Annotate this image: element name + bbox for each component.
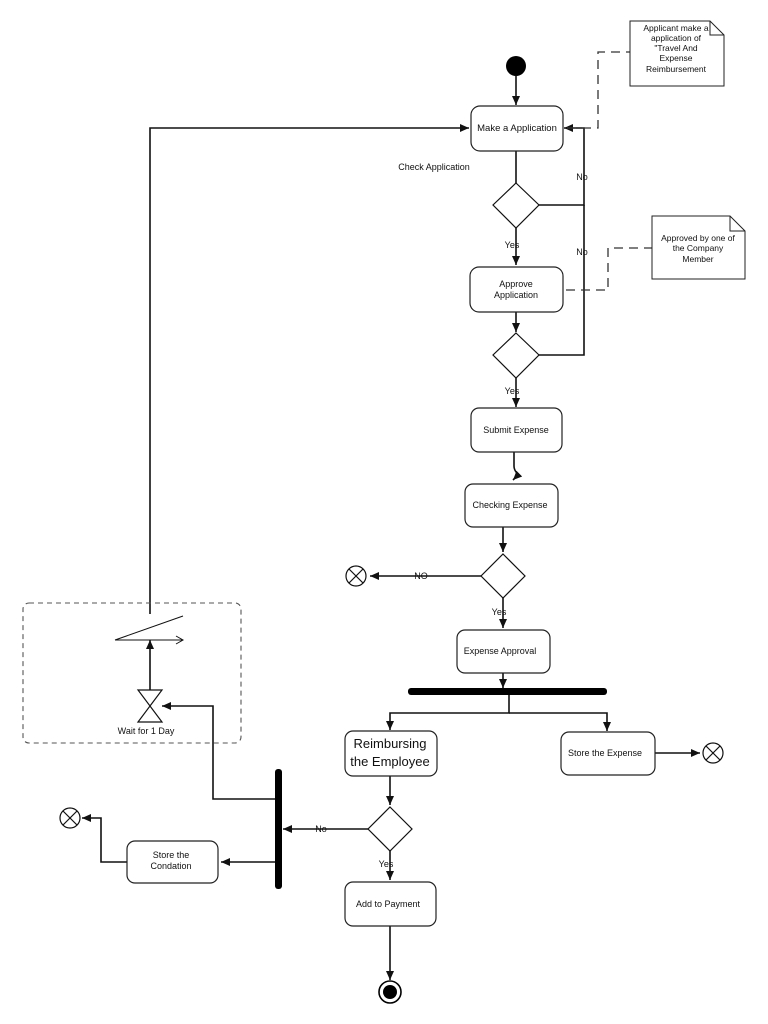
action-expense-approval [456, 629, 551, 674]
signal-icon [114, 615, 185, 645]
note-approved-line-3: Member [682, 254, 713, 264]
wait-label: Wait for 1 Day [118, 726, 175, 736]
action-add-to-payment-label: Add to Payment [356, 899, 421, 909]
check-application-label: Check Application [398, 162, 470, 172]
flow-retry-to-application [149, 124, 469, 614]
decision-check-expense [480, 553, 526, 599]
flow-final-check-expense [345, 565, 367, 587]
flow-bar-to-wait [162, 702, 276, 800]
no-label-1: No [576, 172, 588, 182]
action-make-application-label: Make a Application [477, 123, 557, 134]
decision-reimburse [367, 806, 413, 852]
final-node [378, 980, 402, 1004]
note-connector-applicant [567, 51, 630, 129]
note-applicant-line-3: "Travel And [654, 43, 698, 53]
note-approved [651, 215, 746, 280]
action-make-application [470, 105, 564, 152]
decision-approve [492, 332, 540, 379]
note-applicant [629, 20, 725, 87]
yes-label-4: Yes [379, 859, 394, 869]
initial-node [506, 56, 526, 76]
action-store-condation-label-1: Store the [153, 850, 190, 860]
yes-label-2: Yes [505, 386, 520, 396]
flow-submit-to-checking [512, 452, 523, 481]
action-reimbursing-label-1: Reimbursing [354, 736, 427, 751]
action-approve-application [469, 266, 564, 313]
vertical-fork-bar [275, 769, 282, 889]
note-applicant-line-4: Expense [659, 53, 692, 63]
flow-approve-no [539, 205, 585, 356]
action-submit-expense [470, 407, 563, 453]
flow-condation-to-end [82, 814, 127, 863]
interruptible-region [22, 602, 242, 744]
action-checking-expense [464, 483, 559, 528]
flow-final-condation [59, 807, 81, 829]
hourglass-icon [136, 689, 164, 723]
action-submit-expense-label: Submit Expense [483, 425, 549, 435]
note-applicant-line-2: application of [651, 33, 702, 43]
note-approved-line-1: Approved by one of [661, 233, 735, 243]
action-store-condation-label-2: Condation [150, 861, 191, 871]
decision-check-application [492, 182, 540, 229]
fork-bar [408, 688, 607, 695]
flow-fork-to-store [509, 712, 611, 731]
yes-label-1: Yes [505, 240, 520, 250]
note-applicant-line-1: Applicant make a [643, 23, 708, 33]
action-approve-label-1: Approve [499, 279, 533, 289]
flow-final-store-expense [702, 742, 724, 764]
note-approved-line-2: the Company [673, 243, 724, 253]
action-checking-expense-label: Checking Expense [472, 500, 547, 510]
action-store-expense [560, 731, 656, 776]
action-reimbursing-employee [344, 730, 438, 777]
action-approve-label-2: Application [494, 290, 538, 300]
yes-label-3: Yes [492, 607, 507, 617]
note-connector-approved [566, 247, 654, 291]
action-reimbursing-label-2: the Employee [350, 754, 430, 769]
no-label-4: No [315, 824, 327, 834]
action-add-to-payment [344, 881, 437, 927]
note-applicant-line-5: Reimbursement [646, 64, 707, 74]
flow-fork-to-reimburse [386, 695, 510, 730]
action-expense-approval-label: Expense Approval [464, 646, 537, 656]
no-label-2: No [576, 247, 588, 257]
action-store-condation [126, 840, 219, 884]
action-store-expense-label: Store the Expense [568, 748, 642, 758]
no-label-3: NO [414, 571, 428, 581]
